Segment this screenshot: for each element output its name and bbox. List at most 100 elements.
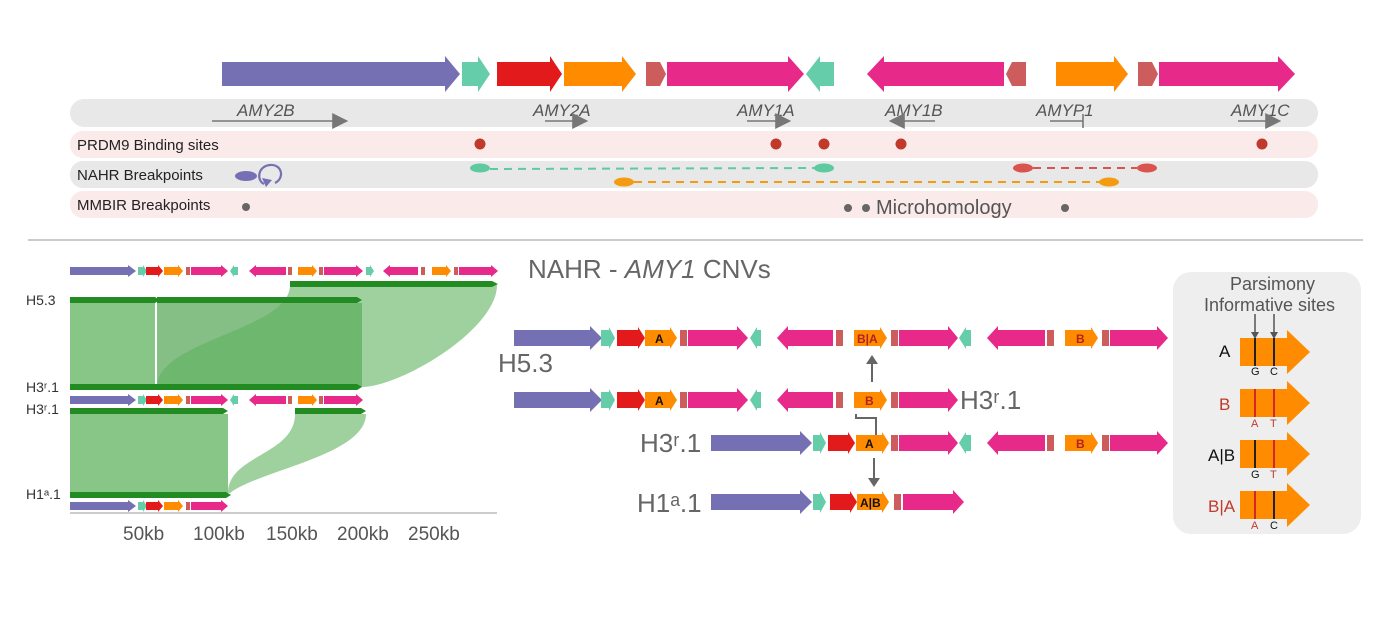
top-gene-arrows <box>222 56 1295 92</box>
mini-gene-row-bottom <box>70 500 228 512</box>
nucleotide: A <box>1251 418 1259 430</box>
nucleotide: C <box>1270 366 1278 378</box>
gene-arrow-amy1b <box>867 56 1004 92</box>
tick-label: 100kb <box>193 524 245 545</box>
tick-label: 250kb <box>408 524 460 545</box>
gene-arrow-rose-1 <box>646 62 666 86</box>
nucleotide: A <box>1251 520 1259 532</box>
parsimony-row-b: B A T <box>1219 381 1310 430</box>
ribbon <box>70 414 228 493</box>
haplotype-row-h3r-1-shifted: A B <box>711 431 1168 455</box>
nahr-breakpoint-purple <box>235 171 257 181</box>
nucleotide: G <box>1251 469 1260 481</box>
panel-title: NAHR - AMY1 CNVs <box>528 254 771 284</box>
mmbir-breakpoints <box>242 203 1069 212</box>
nahr-track-label: NAHR Breakpoints <box>77 167 203 184</box>
nahr-breakpoint-teal <box>814 163 834 173</box>
haplotype-allele: B <box>1219 395 1230 414</box>
prdm9-site <box>474 138 486 150</box>
recombination-loop-arrowhead <box>262 178 272 187</box>
prdm9-track <box>70 131 1318 158</box>
prdm9-site <box>895 138 907 150</box>
nahr-track <box>70 161 1318 188</box>
allele-label: B <box>1076 437 1085 451</box>
top-panel: AMY2B AMY2A AMY1A AMY1B AMYP1 AMY1C PRDM… <box>70 56 1318 219</box>
prdm9-site <box>770 138 782 150</box>
mmbir-site <box>862 204 870 212</box>
mmbir-site <box>844 204 852 212</box>
alignment-bar <box>290 281 492 287</box>
alignment-ribbons-lower <box>70 408 366 498</box>
haplotype-allele: B|A <box>1208 497 1236 516</box>
gene-arrow-orange-2 <box>1056 56 1128 92</box>
alignment-label-h3r-1-b: H3ʳ.1 <box>26 401 59 417</box>
alignment-label-h3r-1: H3ʳ.1 <box>26 379 59 395</box>
recombination-loop-icon <box>258 163 283 185</box>
prdm9-track-label: PRDM9 Binding sites <box>77 137 219 154</box>
allele-label: B <box>865 394 874 408</box>
haplotype-label-h3r-1-right: H3ʳ.1 <box>960 385 1021 415</box>
mmbir-site <box>1061 204 1069 212</box>
gene-arrow-teal-1 <box>462 56 490 92</box>
haplotype-label-h3r-1-left: H3ʳ.1 <box>640 428 701 458</box>
gene-arrow-amy2b <box>222 56 460 92</box>
haplotype-row-h1a-1: A|B <box>711 490 964 514</box>
gene-label-amyp1: AMYP1 <box>1035 101 1094 120</box>
nahr-breakpoint-rose <box>1137 163 1157 173</box>
mini-gene-row-top <box>70 265 498 277</box>
ribbon <box>157 285 497 387</box>
ribbon <box>70 303 155 387</box>
nahr-breakpoints <box>235 163 1157 187</box>
alignment-label-h1a-1: H1ᵃ.1 <box>26 486 61 502</box>
gene-label-track <box>70 99 1318 127</box>
tick-label: 150kb <box>266 524 318 545</box>
nahr-breakpoint-orange <box>614 177 634 187</box>
nahr-breakpoint-rose <box>1013 163 1033 173</box>
gene-label-amy1b: AMY1B <box>884 101 943 120</box>
nahr-cnv-panel: NAHR - AMY1 CNVs A B|A B H5.3 <box>498 254 1168 518</box>
gene-label-amy1a: AMY1A <box>736 101 795 120</box>
tick-label: 200kb <box>337 524 389 545</box>
gene-arrow-rose-2 <box>1006 62 1026 86</box>
allele-label: A <box>655 332 664 346</box>
nucleotide: C <box>1270 520 1278 532</box>
nucleotide: G <box>1251 366 1260 378</box>
alignment-label-h5-3: H5.3 <box>26 292 56 308</box>
alignment-ribbons-upper <box>70 281 498 390</box>
haplotype-allele: A <box>1219 342 1231 361</box>
gene-label-amy1c: AMY1C <box>1230 101 1290 120</box>
allele-label: B|A <box>857 332 878 346</box>
ribbon <box>228 414 366 493</box>
tick-label: 50kb <box>123 524 164 545</box>
mmbir-track-label: MMBIR Breakpoints <box>77 197 210 214</box>
parsimony-row-ba: B|A A C <box>1208 483 1310 532</box>
gene-label-amy2a: AMY2A <box>532 101 591 120</box>
alignment-bar <box>70 408 223 414</box>
mini-gene-row-2 <box>70 394 363 406</box>
gene-labels: AMY2B AMY2A AMY1A AMY1B AMYP1 AMY1C <box>212 101 1290 129</box>
parsimony-row-a: A G C <box>1219 330 1310 378</box>
nahr-breakpoint-orange <box>1099 177 1119 187</box>
parsimony-title-line2: Informative sites <box>1204 295 1335 315</box>
prdm9-site <box>818 138 830 150</box>
haplotype-label-h1a-1: H1ᵃ.1 <box>637 488 702 518</box>
mmbir-site <box>242 203 250 211</box>
allele-label: B <box>1076 332 1085 346</box>
haplotype-row-h3r-1: A B <box>514 388 958 412</box>
parsimony-panel: Parsimony Informative sites A G C B A T <box>1173 272 1361 534</box>
mmbir-track <box>70 191 1318 218</box>
alignment-panel: H5.3 H3ʳ.1 H3ʳ.1 H1ᵃ.1 50kb 100kb 150kb … <box>26 265 498 545</box>
nucleotide: T <box>1270 418 1277 430</box>
nucleotide: T <box>1270 469 1277 481</box>
alignment-bar <box>70 492 226 498</box>
allele-label: A <box>865 437 874 451</box>
gene-arrow-amy1c <box>1159 56 1295 92</box>
parsimony-row-ab: A|B G T <box>1208 432 1310 481</box>
crossover-bracket <box>855 414 877 436</box>
haplotype-row-h5-3: A B|A B <box>514 326 1168 350</box>
alignment-bar <box>70 384 357 390</box>
prdm9-sites <box>474 138 1268 150</box>
gene-arrow-rose-3 <box>1138 62 1158 86</box>
haplotype-label-h5-3: H5.3 <box>498 348 553 378</box>
